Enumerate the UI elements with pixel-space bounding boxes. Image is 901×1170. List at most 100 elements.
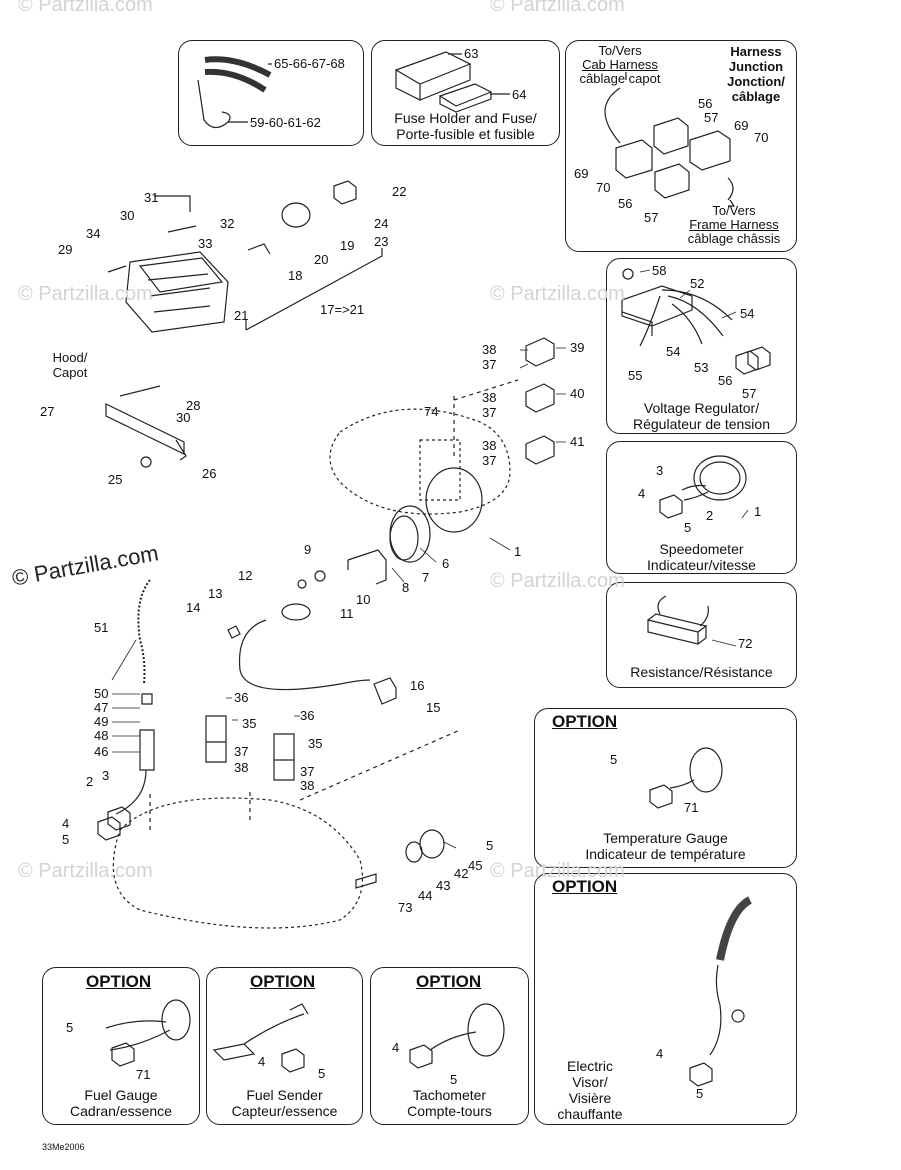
fuse-holder-drawing xyxy=(394,51,472,101)
part-label: 65-66-67-68 xyxy=(274,56,345,71)
speedometer-main-drawing xyxy=(425,467,483,533)
part-label: 70 xyxy=(754,130,769,145)
part-label: 6 xyxy=(442,556,450,571)
watermark: © Partzilla.com xyxy=(490,283,625,305)
part-label: 11 xyxy=(340,606,354,621)
part-label: 5 xyxy=(62,832,70,847)
part-label: 55 xyxy=(628,368,643,383)
sensor-cable-drawing xyxy=(238,619,371,691)
console-dashed-drawing xyxy=(329,408,511,515)
part-label: 26 xyxy=(202,466,217,481)
fuel-gauge-drawing xyxy=(161,999,191,1041)
part-label: 30 xyxy=(120,208,135,223)
part-label: 24 xyxy=(374,216,389,231)
resistance-drawing xyxy=(647,613,708,645)
part-label: 4 xyxy=(392,1040,400,1055)
temp-gauge-box xyxy=(534,708,797,868)
part-label: 38 xyxy=(300,778,315,793)
part-label: 57 xyxy=(644,210,659,225)
part-label: 5 xyxy=(318,1066,326,1081)
part-label: 37 xyxy=(234,744,249,759)
part-label: 30 xyxy=(176,410,191,425)
part-label: 57 xyxy=(704,110,719,125)
temp-gauge-drawing xyxy=(689,747,723,793)
part-label: 4 xyxy=(258,1054,266,1069)
visor-caption: Electric Visor/ Visière chauffante xyxy=(557,1058,623,1122)
part-label: 33 xyxy=(198,236,213,251)
headlight-drawing xyxy=(125,251,229,333)
part-label: 25 xyxy=(108,472,123,487)
tachometer-caption: Tachometer Compte-tours xyxy=(407,1087,492,1119)
connector-40 xyxy=(525,383,555,413)
option-heading: OPTION xyxy=(552,712,618,731)
speedometer-small-drawing xyxy=(693,455,747,501)
part-label: 54 xyxy=(740,306,755,321)
part-label: 58 xyxy=(652,263,667,278)
part-label: 38 xyxy=(482,390,497,405)
part-label: 41 xyxy=(570,434,585,449)
part-label: 64 xyxy=(512,87,527,102)
part-label: 40 xyxy=(570,386,585,401)
part-label: 63 xyxy=(464,46,479,61)
part-label: 44 xyxy=(418,888,433,903)
part-label: 27 xyxy=(40,404,55,419)
watermark: © Partzilla.com xyxy=(490,860,625,882)
visor-cable-drawing xyxy=(716,896,753,961)
part-label: 52 xyxy=(690,276,705,291)
fuel-gauge-caption: Fuel Gauge Cadran/essence xyxy=(70,1087,172,1119)
part-label: 59-60-61-62 xyxy=(250,115,321,130)
option-heading: OPTION xyxy=(250,972,316,991)
part-label: 17=>21 xyxy=(320,302,365,317)
part-label: 5 xyxy=(66,1020,74,1035)
part-label: 43 xyxy=(436,878,451,893)
part-label: 14 xyxy=(186,600,201,615)
part-label: 45 xyxy=(468,858,483,873)
part-label: 4 xyxy=(62,816,70,831)
part-label: 10 xyxy=(356,592,371,607)
part-label: 5 xyxy=(684,520,692,535)
part-label: 35 xyxy=(308,736,323,751)
part-label: 21 xyxy=(234,308,249,323)
harness-to-frame: To/Vers Frame Harness câblage châssis xyxy=(687,203,781,246)
harness-to-cab: To/Vers Cab Harness câblage capot xyxy=(579,43,661,86)
drawing-code: 33Me2006 xyxy=(42,1142,85,1152)
part-label: 73 xyxy=(398,900,413,915)
junction-connector-4 xyxy=(654,163,690,199)
part-label: 38 xyxy=(482,438,497,453)
part-label: 53 xyxy=(694,360,709,375)
fuel-sender-drawing xyxy=(212,1003,309,1061)
tachometer-drawing xyxy=(467,1003,505,1057)
part-label: 54 xyxy=(666,344,681,359)
part-label: 46 xyxy=(94,744,109,759)
part-label: 15 xyxy=(426,700,441,715)
part-label: 69 xyxy=(574,166,589,181)
watermark: © Partzilla.com xyxy=(18,0,153,16)
option-heading: OPTION xyxy=(552,877,618,896)
part-label: 32 xyxy=(220,216,235,231)
tank-dashed-drawing xyxy=(112,797,364,929)
part-label: 34 xyxy=(86,226,101,241)
part-label: 3 xyxy=(102,768,110,783)
option-heading: OPTION xyxy=(86,972,152,991)
part-label: 16 xyxy=(410,678,425,693)
part-label: 56 xyxy=(718,373,733,388)
part-label: 4 xyxy=(656,1046,664,1061)
part-label: 38 xyxy=(234,760,249,775)
regulator-drawing xyxy=(621,285,693,336)
connector-41 xyxy=(525,435,555,465)
watermark: © Partzilla.com xyxy=(18,283,153,305)
part-label: 38 xyxy=(482,342,497,357)
part-label: 23 xyxy=(374,234,389,249)
part-label: 56 xyxy=(618,196,633,211)
part-label: 29 xyxy=(58,242,73,257)
part-label: 37 xyxy=(482,405,497,420)
regulator-box xyxy=(606,258,797,434)
cable-tie-drawing xyxy=(197,79,231,129)
part-label: 36 xyxy=(234,690,249,705)
hood-label: Hood/ Capot xyxy=(52,350,88,380)
part-label: 7 xyxy=(422,570,430,585)
grip-tube-drawing xyxy=(204,56,272,93)
harness-title: Harness Junction Jonction/ câblage xyxy=(727,44,785,104)
part-label: 5 xyxy=(696,1086,704,1101)
